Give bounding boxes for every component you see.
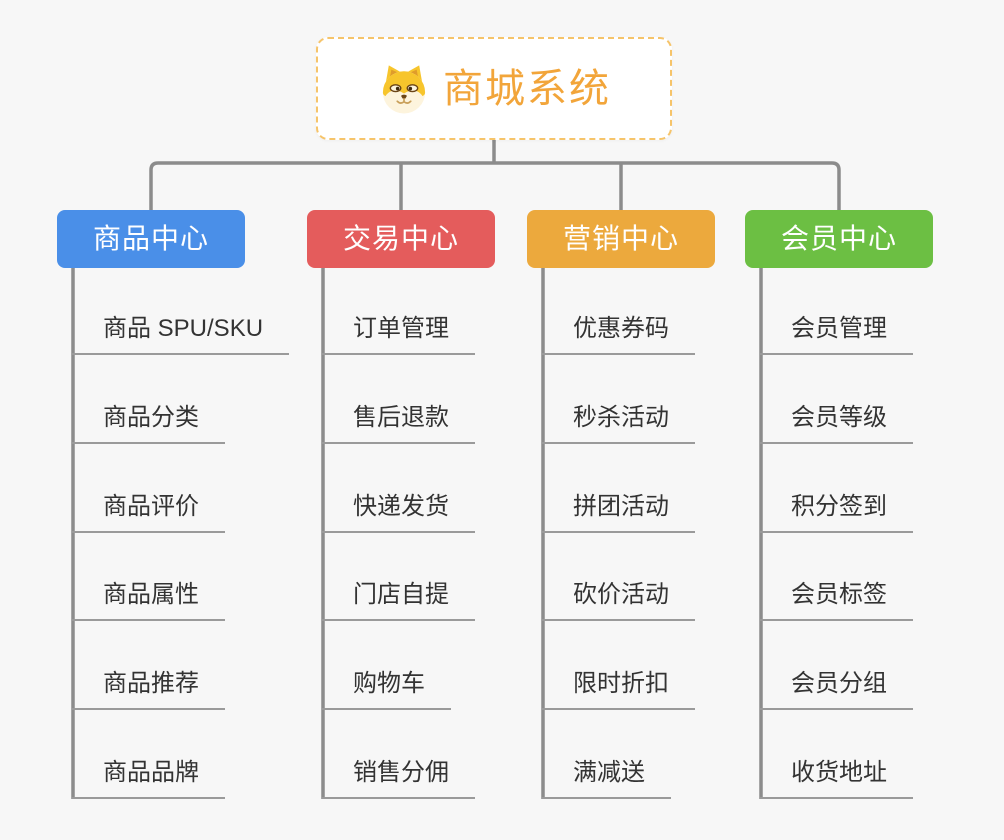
branch-header-member-center[interactable]: 会员中心 xyxy=(745,210,933,268)
leaf-node[interactable]: 商品属性 xyxy=(72,578,225,621)
leaf-node[interactable]: 快递发货 xyxy=(322,490,475,533)
branch-header-trade-center[interactable]: 交易中心 xyxy=(307,210,495,268)
dog-face-icon xyxy=(377,62,431,116)
branch-label: 会员中心 xyxy=(780,223,897,254)
leaf-node[interactable]: 会员分组 xyxy=(760,667,913,710)
leaf-node[interactable]: 订单管理 xyxy=(322,312,475,355)
branch-header-product-center[interactable]: 商品中心 xyxy=(57,210,245,268)
leaf-node[interactable]: 商品 SPU/SKU xyxy=(72,312,290,355)
leaf-node[interactable]: 销售分佣 xyxy=(322,756,475,799)
leaf-node[interactable]: 购物车 xyxy=(322,667,451,710)
leaf-node[interactable]: 积分签到 xyxy=(760,490,913,533)
leaf-node[interactable]: 商品分类 xyxy=(72,401,225,444)
leaf-node[interactable]: 会员管理 xyxy=(760,312,913,355)
branch-label: 商品中心 xyxy=(92,223,209,254)
leaf-node[interactable]: 优惠券码 xyxy=(542,312,695,355)
leaf-node[interactable]: 收货地址 xyxy=(760,756,913,799)
leaf-node[interactable]: 商品评价 xyxy=(72,490,225,533)
leaf-node[interactable]: 会员等级 xyxy=(760,401,913,444)
branch-label: 营销中心 xyxy=(562,223,679,254)
leaf-node[interactable]: 门店自提 xyxy=(322,578,475,621)
leaf-node[interactable]: 售后退款 xyxy=(322,401,475,444)
leaf-node[interactable]: 限时折扣 xyxy=(542,667,695,710)
root-node[interactable]: 商城系统 xyxy=(316,37,672,140)
leaf-node[interactable]: 商品推荐 xyxy=(72,667,225,710)
leaf-node[interactable]: 拼团活动 xyxy=(542,490,695,533)
leaf-node[interactable]: 商品品牌 xyxy=(72,756,225,799)
leaf-node[interactable]: 秒杀活动 xyxy=(542,401,695,444)
leaf-node[interactable]: 满减送 xyxy=(542,756,671,799)
branch-label: 交易中心 xyxy=(342,223,459,254)
leaf-node[interactable]: 砍价活动 xyxy=(542,578,695,621)
leaf-node[interactable]: 会员标签 xyxy=(760,578,913,621)
root-title: 商城系统 xyxy=(443,66,611,111)
branch-header-marketing-center[interactable]: 营销中心 xyxy=(527,210,715,268)
